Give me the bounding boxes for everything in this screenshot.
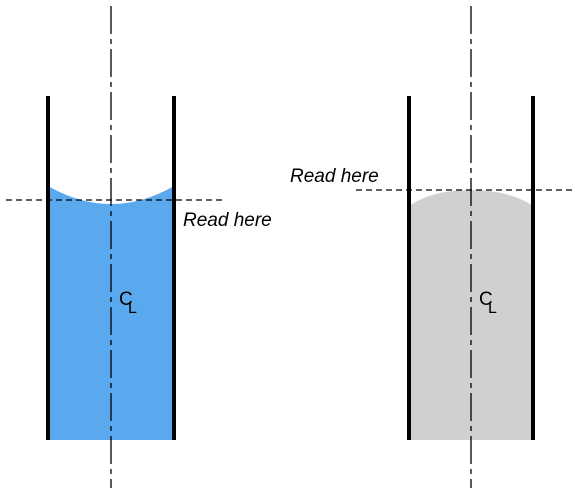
left-read-label: Read here: [183, 210, 272, 231]
left-tube: Read here C L: [6, 6, 272, 488]
svg-text:L: L: [128, 300, 137, 317]
left-centerline-symbol: C L: [119, 289, 137, 317]
right-tube: Read here C L: [290, 6, 576, 488]
right-read-label: Read here: [290, 166, 379, 187]
svg-text:C: C: [119, 289, 133, 310]
right-centerline-symbol: C L: [479, 289, 497, 317]
svg-text:L: L: [488, 300, 497, 317]
svg-text:C: C: [479, 289, 493, 310]
